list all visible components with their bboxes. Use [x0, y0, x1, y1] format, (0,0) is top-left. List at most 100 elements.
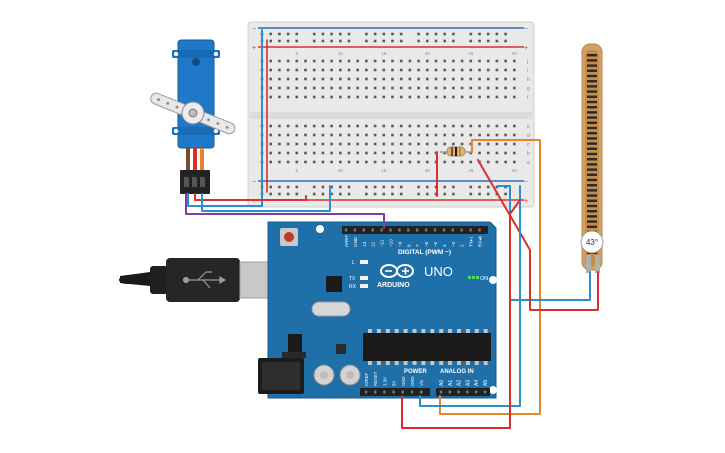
breadboard-hole[interactable]: [460, 95, 464, 99]
breadboard-hole[interactable]: [286, 59, 290, 63]
breadboard-hole[interactable]: [365, 86, 368, 90]
header-pin[interactable]: [478, 228, 481, 232]
breadboard-hole[interactable]: [495, 77, 499, 81]
breadboard-hole[interactable]: [469, 151, 473, 155]
wire-servo-gnd[interactable]: [187, 29, 263, 207]
header-pin[interactable]: [475, 390, 478, 394]
breadboard-hole[interactable]: [478, 59, 481, 63]
breadboard-hole[interactable]: [478, 86, 481, 90]
breadboard-hole[interactable]: [408, 68, 412, 72]
breadboard-hole[interactable]: [365, 133, 368, 137]
breadboard-hole[interactable]: [304, 77, 307, 81]
breadboard-hole[interactable]: [321, 39, 325, 43]
breadboard-hole[interactable]: [391, 77, 394, 81]
breadboard-hole[interactable]: [426, 160, 429, 164]
breadboard-hole[interactable]: [443, 68, 446, 72]
breadboard-hole[interactable]: [382, 68, 386, 72]
power-header[interactable]: [360, 388, 430, 396]
breadboard-hole[interactable]: [278, 124, 281, 128]
wire-arduino-gnd[interactable]: [419, 185, 521, 407]
breadboard-hole[interactable]: [399, 151, 403, 155]
breadboard-hole[interactable]: [443, 185, 446, 189]
breadboard-hole[interactable]: [469, 68, 473, 72]
header-pin[interactable]: [416, 228, 419, 232]
breadboard-hole[interactable]: [286, 32, 290, 36]
breadboard-hole[interactable]: [278, 95, 281, 99]
header-pin[interactable]: [451, 228, 454, 232]
breadboard-hole[interactable]: [426, 39, 429, 43]
breadboard-hole[interactable]: [304, 160, 307, 164]
breadboard-hole[interactable]: [321, 151, 325, 155]
breadboard-hole[interactable]: [312, 32, 316, 36]
breadboard-hole[interactable]: [452, 59, 455, 63]
breadboard-hole[interactable]: [356, 68, 359, 72]
breadboard-hole[interactable]: [408, 151, 412, 155]
breadboard-hole[interactable]: [426, 192, 429, 196]
breadboard-hole[interactable]: [443, 32, 446, 36]
breadboard-hole[interactable]: [269, 32, 272, 36]
breadboard-hole[interactable]: [452, 160, 455, 164]
breadboard-hole[interactable]: [295, 192, 299, 196]
breadboard-hole[interactable]: [504, 95, 507, 99]
breadboard-hole[interactable]: [434, 142, 438, 146]
servo-motor[interactable]: [149, 39, 237, 194]
breadboard-hole[interactable]: [478, 77, 481, 81]
breadboard-hole[interactable]: [373, 32, 377, 36]
wire-servo-signal[interactable]: [185, 193, 385, 229]
breadboard-hole[interactable]: [286, 77, 290, 81]
breadboard-hole[interactable]: [347, 32, 351, 36]
breadboard-hole[interactable]: [304, 95, 307, 99]
wires[interactable]: [185, 29, 599, 429]
breadboard-hole[interactable]: [460, 86, 464, 90]
breadboard-hole[interactable]: [391, 133, 394, 137]
header-pin[interactable]: [398, 228, 401, 232]
breadboard-hole[interactable]: [295, 151, 299, 155]
breadboard-hole[interactable]: [504, 160, 507, 164]
breadboard-hole[interactable]: [312, 86, 316, 90]
breadboard-hole[interactable]: [269, 39, 272, 43]
breadboard-hole[interactable]: [321, 77, 325, 81]
breadboard-hole[interactable]: [269, 95, 272, 99]
breadboard-hole[interactable]: [339, 124, 342, 128]
breadboard-hole[interactable]: [486, 185, 490, 189]
breadboard-hole[interactable]: [356, 160, 359, 164]
breadboard-hole[interactable]: [356, 95, 359, 99]
breadboard-hole[interactable]: [278, 59, 281, 63]
breadboard-hole[interactable]: [365, 77, 368, 81]
breadboard-hole[interactable]: [365, 68, 368, 72]
breadboard-hole[interactable]: [469, 124, 473, 128]
wire-a0-signal[interactable]: [439, 139, 541, 415]
breadboard-hole[interactable]: [513, 142, 516, 146]
breadboard-hole[interactable]: [460, 133, 464, 137]
breadboard-hole[interactable]: [286, 185, 290, 189]
header-pin[interactable]: [371, 228, 374, 232]
wire-gnd-rail[interactable]: [201, 185, 331, 212]
breadboard-hole[interactable]: [295, 142, 299, 146]
breadboard-hole[interactable]: [426, 86, 429, 90]
breadboard-hole[interactable]: [269, 185, 272, 189]
breadboard-hole[interactable]: [347, 124, 351, 128]
header-pin[interactable]: [392, 390, 395, 394]
breadboard-hole[interactable]: [513, 86, 516, 90]
header-pin[interactable]: [457, 390, 460, 394]
breadboard-hole[interactable]: [286, 39, 290, 43]
breadboard-hole[interactable]: [504, 77, 507, 81]
breadboard-hole[interactable]: [356, 142, 359, 146]
breadboard-hole[interactable]: [417, 124, 420, 128]
breadboard-hole[interactable]: [347, 39, 351, 43]
breadboard-hole[interactable]: [417, 32, 420, 36]
breadboard-hole[interactable]: [434, 124, 438, 128]
header-pin[interactable]: [448, 390, 451, 394]
breadboard-hole[interactable]: [286, 151, 290, 155]
breadboard-hole[interactable]: [391, 192, 394, 196]
breadboard-hole[interactable]: [391, 185, 394, 189]
breadboard-hole[interactable]: [443, 192, 446, 196]
breadboard-hole[interactable]: [295, 68, 299, 72]
breadboard-hole[interactable]: [365, 192, 368, 196]
breadboard-hole[interactable]: [373, 160, 377, 164]
breadboard-hole[interactable]: [321, 133, 325, 137]
breadboard-hole[interactable]: [443, 39, 446, 43]
breadboard-hole[interactable]: [443, 151, 446, 155]
breadboard-hole[interactable]: [443, 160, 446, 164]
breadboard-hole[interactable]: [408, 77, 412, 81]
